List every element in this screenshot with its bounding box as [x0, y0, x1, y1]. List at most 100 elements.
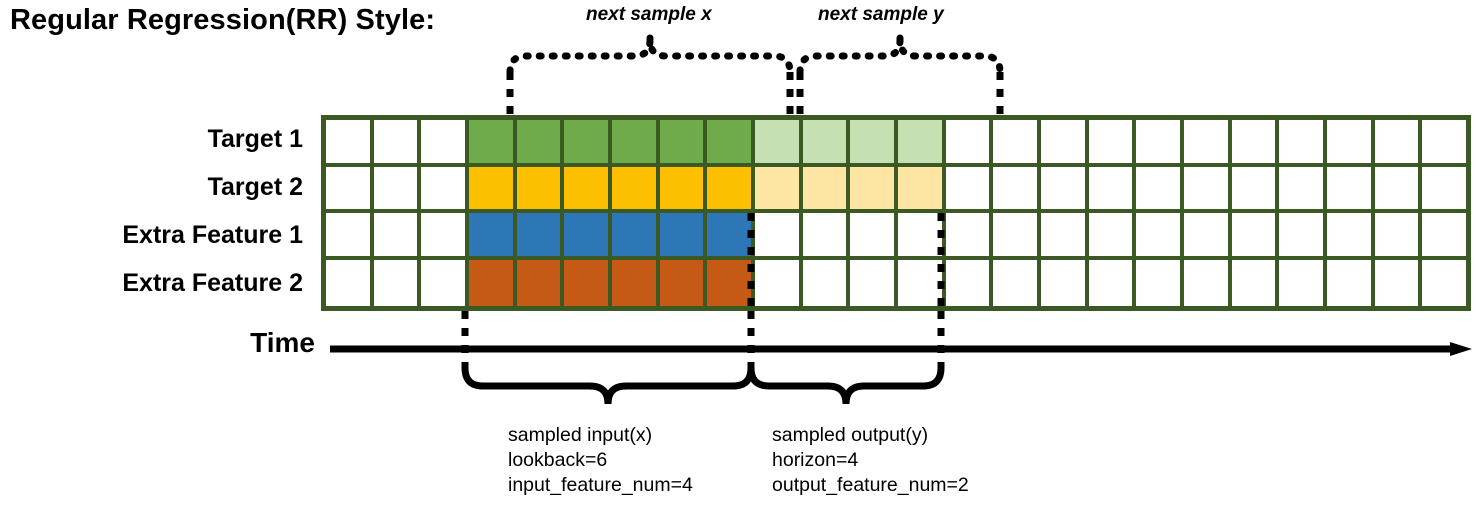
grid-cell-input [659, 259, 708, 306]
grid-cell-empty [1231, 166, 1280, 213]
grid-cell-input [469, 259, 517, 306]
timeline-row [326, 166, 1467, 213]
grid-cell-output [850, 166, 899, 213]
grid-cell-empty [1231, 213, 1280, 260]
grid-cell-input [516, 259, 565, 306]
grid-cell-input [612, 213, 660, 260]
caption-output-line-3: output_feature_num=2 [772, 474, 969, 496]
grid-cell-output [898, 120, 946, 167]
grid-cell-input [707, 259, 756, 306]
grid-cell-input [516, 213, 565, 260]
grid-cell-empty [1422, 120, 1467, 167]
caption-input-line-3: input_feature_num=4 [508, 474, 693, 496]
grid-cell-empty [1231, 259, 1280, 306]
grid-cell-empty [1327, 120, 1375, 167]
grid-cell-empty [1088, 166, 1137, 213]
brace-next-sample-y [796, 39, 1004, 76]
grid-cell-empty [755, 259, 803, 306]
grid-cell-empty [421, 120, 470, 167]
grid-cell-output [850, 120, 899, 167]
caption-sampled-output: sampled output(y) horizon=4 output_featu… [772, 423, 969, 498]
grid-cell-empty [1041, 120, 1089, 167]
grid-cell-input [564, 120, 613, 167]
grid-cell-empty [1422, 259, 1467, 306]
grid-cell-empty [326, 120, 374, 167]
grid-cell-empty [1279, 120, 1328, 167]
grid-cell-empty [1374, 213, 1423, 260]
grid-cell-empty [1041, 259, 1089, 306]
grid-cell-empty [1327, 166, 1375, 213]
grid-cell-empty [1231, 120, 1280, 167]
grid-cell-empty [802, 259, 851, 306]
grid-cell-output [802, 166, 851, 213]
grid-cell-output [755, 120, 803, 167]
grid-cell-empty [326, 213, 374, 260]
page-title: Regular Regression(RR) Style: [10, 4, 436, 36]
next-sample-x-label: next sample x [586, 4, 712, 25]
grid-cell-empty [326, 166, 374, 213]
grid-cell-empty [1136, 166, 1185, 213]
grid-cell-input [612, 120, 660, 167]
grid-cell-empty [993, 166, 1042, 213]
grid-cell-empty [1184, 120, 1232, 167]
timeline-grid [321, 115, 1471, 311]
row-label-target-2: Target 2 [207, 173, 303, 201]
grid-cell-empty [802, 213, 851, 260]
grid-cell-empty [1279, 213, 1328, 260]
grid-cell-empty [1327, 213, 1375, 260]
row-label-extra-feature-1: Extra Feature 1 [122, 221, 303, 249]
grid-cell-empty [1327, 259, 1375, 306]
grid-cell-empty [1184, 259, 1232, 306]
caption-sampled-input: sampled input(x) lookback=6 input_featur… [508, 423, 693, 498]
grid-cell-empty [945, 213, 994, 260]
grid-cell-empty [421, 259, 470, 306]
grid-cell-empty [373, 213, 422, 260]
grid-cell-empty [373, 166, 422, 213]
grid-cell-output [898, 166, 946, 213]
grid-cell-empty [1088, 120, 1137, 167]
caption-output-line-2: horizon=4 [772, 449, 859, 471]
grid-cell-empty [373, 120, 422, 167]
grid-cell-empty [898, 213, 946, 260]
grid-cell-empty [1374, 166, 1423, 213]
grid-cell-empty [945, 120, 994, 167]
grid-cell-input [707, 213, 756, 260]
row-label-extra-feature-2: Extra Feature 2 [122, 269, 303, 297]
grid-cell-empty [1279, 166, 1328, 213]
grid-cell-empty [373, 259, 422, 306]
grid-cell-input [707, 120, 756, 167]
grid-cell-empty [1136, 120, 1185, 167]
grid-cell-output [755, 166, 803, 213]
row-label-target-1: Target 1 [207, 125, 303, 153]
grid-cell-empty [1088, 213, 1137, 260]
brace-sampled-output [747, 364, 945, 405]
grid-cell-input [659, 166, 708, 213]
grid-cell-input [516, 166, 565, 213]
grid-cell-empty [421, 213, 470, 260]
grid-cell-empty [850, 259, 899, 306]
grid-cell-input [469, 213, 517, 260]
timeline-row [326, 120, 1467, 167]
grid-cell-input [564, 213, 613, 260]
time-axis-arrow [330, 342, 1472, 356]
grid-cell-empty [1184, 166, 1232, 213]
grid-cell-empty [850, 213, 899, 260]
grid-cell-input [707, 166, 756, 213]
grid-cell-empty [945, 166, 994, 213]
grid-cell-input [659, 120, 708, 167]
row-label-list: Target 1 Target 2 Extra Feature 1 Extra … [0, 115, 313, 307]
time-axis-label: Time [250, 327, 315, 358]
grid-cell-empty [326, 259, 374, 306]
grid-cell-input [564, 259, 613, 306]
grid-cell-empty [1088, 259, 1137, 306]
brace-next-sample-x [506, 39, 794, 76]
grid-cell-input [469, 120, 517, 167]
grid-cell-output [802, 120, 851, 167]
grid-cell-input [564, 166, 613, 213]
grid-cell-empty [898, 259, 946, 306]
grid-cell-empty [421, 166, 470, 213]
grid-cell-empty [1041, 213, 1089, 260]
grid-cell-empty [1374, 120, 1423, 167]
caption-input-line-1: sampled input(x) [508, 424, 653, 446]
grid-cell-empty [993, 213, 1042, 260]
